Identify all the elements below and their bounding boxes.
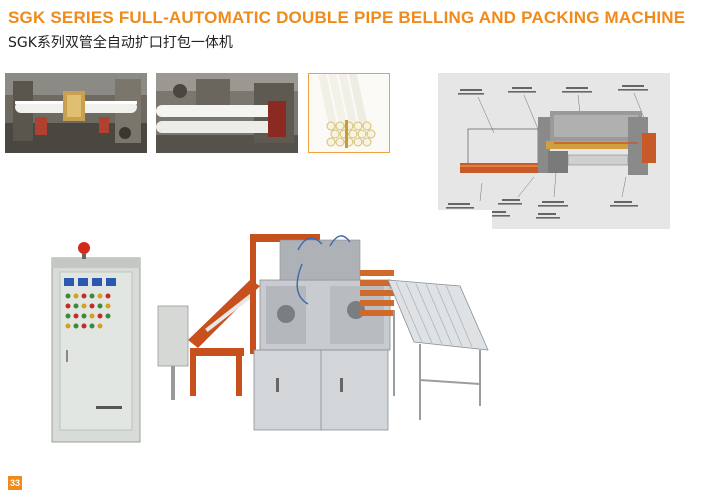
page-title-chinese: SGK系列双管全自动扩口打包一体机	[8, 35, 233, 51]
page-number: 33	[8, 476, 22, 490]
pipe-feeding-photo	[156, 73, 298, 153]
machine-layout-diagram	[438, 73, 670, 229]
belling-station-photo	[5, 73, 147, 153]
packed-pipe-bundle-photo	[308, 73, 390, 153]
page-title-english: SGK SERIES FULL-AUTOMATIC DOUBLE PIPE BE…	[8, 8, 686, 27]
machine-overview-photo	[40, 210, 492, 450]
